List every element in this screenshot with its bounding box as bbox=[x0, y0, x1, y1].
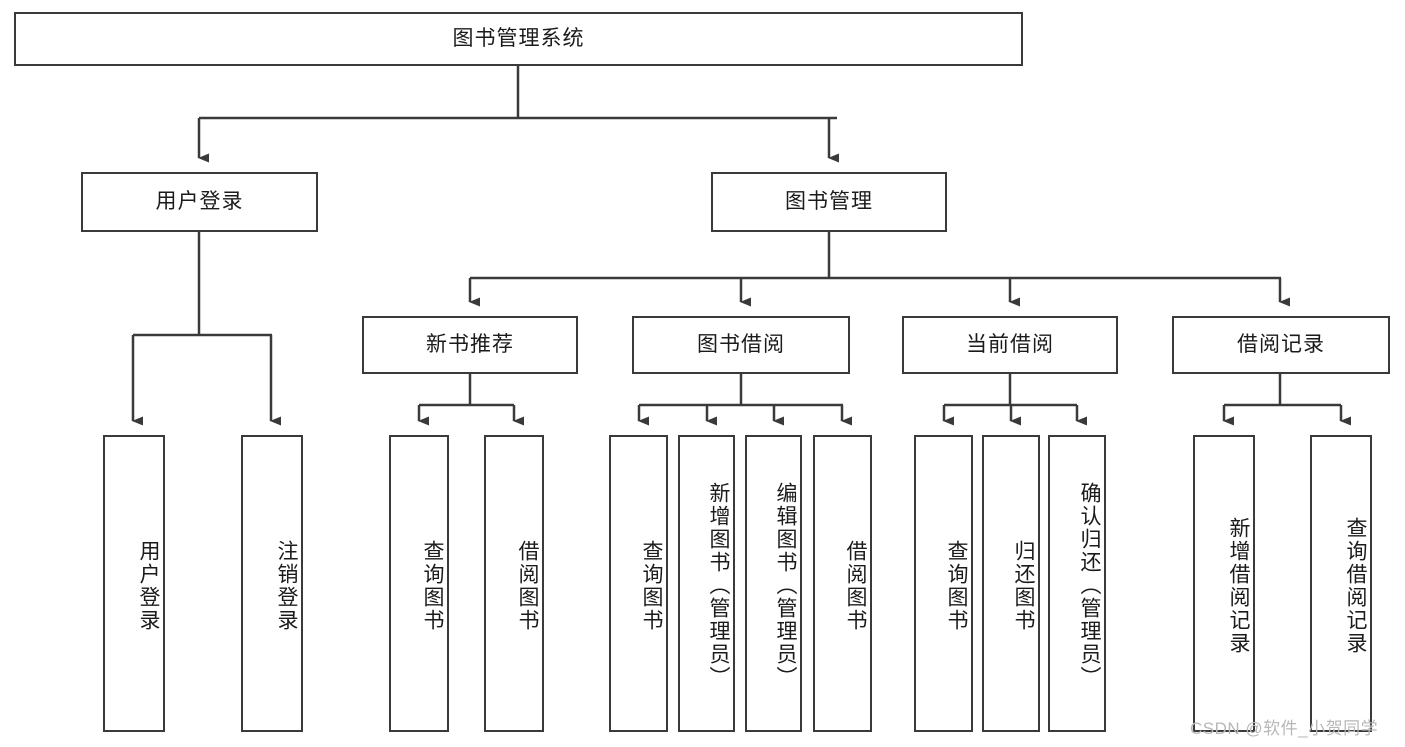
node-leaf-add-book-label: 新增图书（管理员） bbox=[707, 482, 730, 689]
node-leaf-confirm-return-label: 确认归还（管理员） bbox=[1078, 482, 1101, 689]
node-leaf-query-book-rec-label: 查询图书 bbox=[421, 539, 444, 632]
edge-borrowrecord-to-leaves bbox=[1222, 374, 1351, 426]
node-leaf-query-book-borrow[interactable]: 查询图书 bbox=[609, 435, 668, 732]
node-leaf-query-book-current-label: 查询图书 bbox=[945, 539, 968, 632]
node-leaf-user-login-label: 用户登录 bbox=[137, 539, 160, 632]
node-book-borrow-label: 图书借阅 bbox=[697, 333, 785, 357]
node-leaf-edit-book[interactable]: 编辑图书（管理员） bbox=[745, 435, 802, 732]
node-leaf-borrow-book[interactable]: 借阅图书 bbox=[813, 435, 872, 732]
edge-userlogin-to-leaves bbox=[131, 232, 281, 426]
edge-root-to-level2 bbox=[197, 66, 839, 163]
edge-newbook-to-leaves bbox=[417, 374, 524, 426]
node-leaf-edit-book-label: 编辑图书（管理员） bbox=[774, 482, 797, 689]
node-leaf-borrow-book-label: 借阅图书 bbox=[844, 539, 867, 632]
node-leaf-logout[interactable]: 注销登录 bbox=[241, 435, 303, 732]
node-borrow-record[interactable]: 借阅记录 bbox=[1172, 316, 1390, 374]
node-book-borrow[interactable]: 图书借阅 bbox=[632, 316, 850, 374]
node-current-borrow[interactable]: 当前借阅 bbox=[902, 316, 1118, 374]
node-leaf-add-book[interactable]: 新增图书（管理员） bbox=[678, 435, 735, 732]
node-leaf-query-record-label: 查询借阅记录 bbox=[1344, 516, 1367, 655]
node-leaf-user-login[interactable]: 用户登录 bbox=[103, 435, 165, 732]
node-leaf-confirm-return[interactable]: 确认归还（管理员） bbox=[1048, 435, 1106, 732]
node-user-login[interactable]: 用户登录 bbox=[81, 172, 318, 232]
node-leaf-query-book-rec[interactable]: 查询图书 bbox=[389, 435, 449, 732]
node-borrow-record-label: 借阅记录 bbox=[1237, 333, 1325, 357]
edge-bookmanage-to-level3 bbox=[468, 232, 1290, 307]
node-leaf-add-record-label: 新增借阅记录 bbox=[1227, 516, 1250, 655]
node-current-borrow-label: 当前借阅 bbox=[966, 333, 1054, 357]
node-leaf-return-book[interactable]: 归还图书 bbox=[982, 435, 1040, 732]
node-book-manage-label: 图书管理 bbox=[785, 190, 873, 214]
node-new-book-recommend-label: 新书推荐 bbox=[426, 333, 514, 357]
node-root-label: 图书管理系统 bbox=[452, 27, 585, 51]
node-leaf-query-book-current[interactable]: 查询图书 bbox=[914, 435, 973, 732]
node-leaf-return-book-label: 归还图书 bbox=[1012, 539, 1035, 632]
node-leaf-borrow-book-rec-label: 借阅图书 bbox=[516, 539, 539, 632]
node-root[interactable]: 图书管理系统 bbox=[14, 12, 1023, 66]
node-leaf-logout-label: 注销登录 bbox=[275, 539, 298, 632]
node-book-manage[interactable]: 图书管理 bbox=[711, 172, 947, 232]
node-leaf-borrow-book-rec[interactable]: 借阅图书 bbox=[484, 435, 544, 732]
node-leaf-add-record[interactable]: 新增借阅记录 bbox=[1193, 435, 1255, 732]
csdn-watermark: CSDN @软件_小贺同学 bbox=[1190, 719, 1379, 738]
node-user-login-label: 用户登录 bbox=[155, 190, 244, 214]
edge-currentborrow-to-leaves bbox=[942, 374, 1087, 426]
node-leaf-query-record[interactable]: 查询借阅记录 bbox=[1310, 435, 1372, 732]
node-leaf-query-book-borrow-label: 查询图书 bbox=[640, 539, 663, 632]
node-new-book-recommend[interactable]: 新书推荐 bbox=[362, 316, 578, 374]
edge-bookborrow-to-leaves bbox=[637, 374, 852, 426]
